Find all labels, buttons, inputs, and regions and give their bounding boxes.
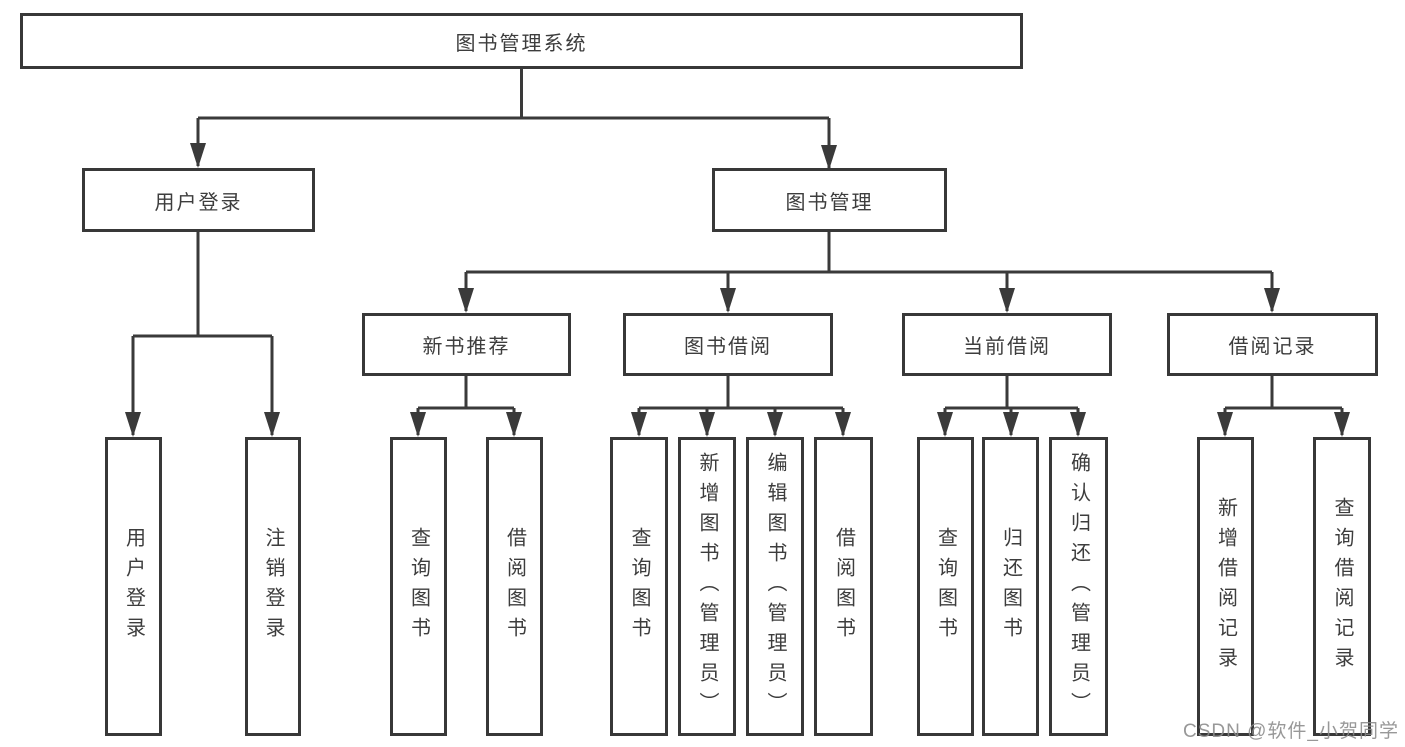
node-label: 图书管理系统 [455, 32, 588, 55]
node-label: 新书推荐 [422, 336, 511, 358]
arrow-icon [631, 412, 647, 437]
leaf-borrow-books-recommend: 借阅图书 [486, 437, 543, 736]
node-library-management-system: 图书管理系统 [20, 13, 1023, 69]
node-borrowing-records: 借阅记录 [1167, 313, 1378, 376]
csdn-watermark: CSDN @软件_小贺同学 [1183, 721, 1399, 742]
arrow-icon [410, 412, 426, 437]
arrow-icon [1070, 412, 1086, 437]
leaf-add-books-admin: 新增图书（管理员） [678, 437, 736, 736]
node-user-login: 用户登录 [82, 168, 315, 232]
leaf-label: 查询借阅记录 [1331, 496, 1353, 677]
leaf-label: 归还图书 [999, 526, 1022, 647]
leaf-label: 借阅图书 [503, 526, 526, 647]
leaf-label: 借阅图书 [832, 526, 855, 647]
node-label: 图书管理 [785, 191, 874, 214]
arrow-icon [1217, 412, 1233, 437]
leaf-label: 查询图书 [934, 526, 957, 647]
arrow-icon [835, 412, 851, 437]
arrowheads [125, 143, 1350, 437]
arrow-icon [1334, 412, 1350, 437]
leaf-label: 编辑图书（管理员） [764, 451, 786, 722]
leaf-label: 查询图书 [407, 526, 430, 647]
leaf-user-login: 用户登录 [105, 437, 162, 736]
leaf-query-books-current: 查询图书 [917, 437, 974, 736]
node-book-management: 图书管理 [712, 168, 947, 232]
node-current-borrowing: 当前借阅 [902, 313, 1112, 376]
leaf-query-borrow-record: 查询借阅记录 [1313, 437, 1371, 736]
leaf-borrow-books: 借阅图书 [814, 437, 873, 736]
leaf-add-borrow-record: 新增借阅记录 [1197, 437, 1254, 736]
leaf-label: 新增借阅记录 [1214, 496, 1237, 677]
leaf-return-books: 归还图书 [982, 437, 1039, 736]
arrow-icon [767, 412, 783, 437]
arrow-icon [999, 288, 1015, 313]
arrow-icon [699, 412, 715, 437]
arrow-icon [821, 145, 837, 170]
leaf-logout: 注销登录 [245, 437, 301, 736]
leaf-label: 查询图书 [628, 526, 650, 647]
arrow-icon [125, 412, 141, 437]
node-label: 图书借阅 [684, 336, 772, 358]
arrow-icon [937, 412, 953, 437]
leaf-label: 新增图书（管理员） [696, 451, 718, 722]
tree-edges [131, 68, 1344, 435]
node-label: 用户登录 [154, 191, 243, 214]
leaf-query-books-recommend: 查询图书 [390, 437, 447, 736]
arrow-icon [458, 288, 474, 313]
leaf-label: 注销登录 [262, 526, 284, 647]
leaf-query-books-borrowing: 查询图书 [610, 437, 668, 736]
arrow-icon [720, 288, 736, 313]
leaf-edit-books-admin: 编辑图书（管理员） [746, 437, 804, 736]
leaf-confirm-return-admin: 确认归还（管理员） [1049, 437, 1108, 736]
arrow-icon [1003, 412, 1019, 437]
arrow-icon [264, 412, 280, 437]
node-label: 当前借阅 [963, 336, 1051, 358]
node-new-book-recommendation: 新书推荐 [362, 313, 571, 376]
arrow-icon [190, 143, 206, 168]
node-label: 借阅记录 [1228, 336, 1317, 358]
leaf-label: 确认归还（管理员） [1067, 451, 1090, 722]
node-book-borrowing: 图书借阅 [623, 313, 833, 376]
arrow-icon [1264, 288, 1280, 313]
arrow-icon [506, 412, 522, 437]
leaf-label: 用户登录 [122, 526, 145, 647]
